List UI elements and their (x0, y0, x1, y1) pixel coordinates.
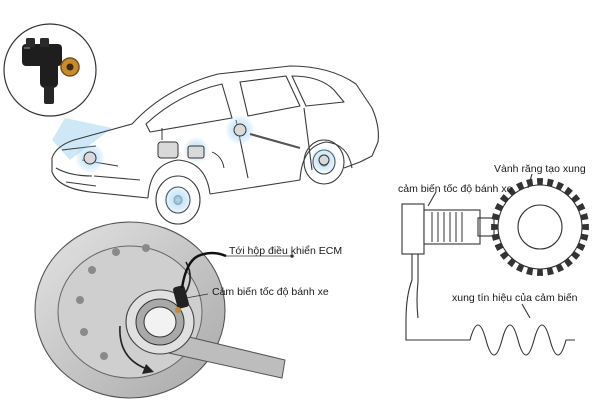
tone-ring-tooth (555, 263, 564, 273)
tone-ring-tooth (536, 178, 544, 186)
sensor-leader (185, 293, 209, 299)
pulse-waveform (440, 324, 575, 356)
disc-holes (76, 244, 150, 360)
label-tone-ring: Vành răng tạo xung (494, 163, 586, 175)
wiring (161, 128, 225, 169)
tone-ring-tooth (581, 223, 589, 231)
sensor-inset (3, 23, 112, 160)
tone-ring-tooth (526, 267, 534, 276)
ecm-cable (180, 251, 227, 289)
tone-ring-tooth (494, 203, 504, 212)
tone-ring-tooth (546, 178, 554, 187)
tone-ring-tooth (499, 251, 509, 260)
tone-ring-tooth (536, 268, 544, 276)
abs-components (83, 123, 330, 166)
tone-ring-tooth (491, 233, 500, 241)
car-outline-icon (51, 65, 379, 199)
tone-ring-tooth (491, 213, 500, 221)
brake-disc-closeup (34, 221, 294, 399)
label-wheel-speed-sensor: Cảm biến tốc độ bánh xe (212, 286, 329, 298)
tone-ring-tooth (507, 186, 516, 196)
tone-ring-tooth (580, 233, 589, 241)
tone-ring-tooth (580, 213, 589, 221)
tone-ring-tooth (491, 223, 499, 231)
tone-ring-tooth (571, 251, 581, 260)
tone-ring-tooth (546, 267, 554, 276)
tone-ring-tooth (516, 263, 525, 273)
tone-ring-tooth (507, 258, 516, 268)
tone-ring-tooth (576, 203, 586, 212)
tone-ring-tooth (526, 178, 534, 187)
tone-ring-tooth (571, 194, 581, 203)
label-speed-sensor-schematic: cảm biến tốc độ bánh xe (398, 183, 513, 195)
tone-ring-tooth (564, 186, 573, 196)
hub-tone-ring (135, 298, 185, 346)
tone-ring-gear (497, 184, 583, 270)
sensor-coil (431, 212, 463, 242)
tone-ring-tooth (576, 242, 586, 251)
tone-ring-tooth (564, 258, 573, 268)
tone-ring-tooth (499, 194, 509, 203)
tone-ring-tooth (555, 181, 564, 191)
label-to-ecm: Tới hộp điều khiển ECM (229, 245, 343, 257)
hub-speed-sensor (173, 285, 189, 313)
tone-ring-teeth (491, 178, 589, 276)
tone-ring-tooth (494, 242, 504, 251)
label-pulse-signal: xung tín hiệu của cảm biến (452, 292, 578, 304)
wheel-speed-sensor-icon (22, 38, 80, 104)
sensor-schematic (401, 173, 583, 356)
tone-ring-tooth (516, 181, 525, 191)
